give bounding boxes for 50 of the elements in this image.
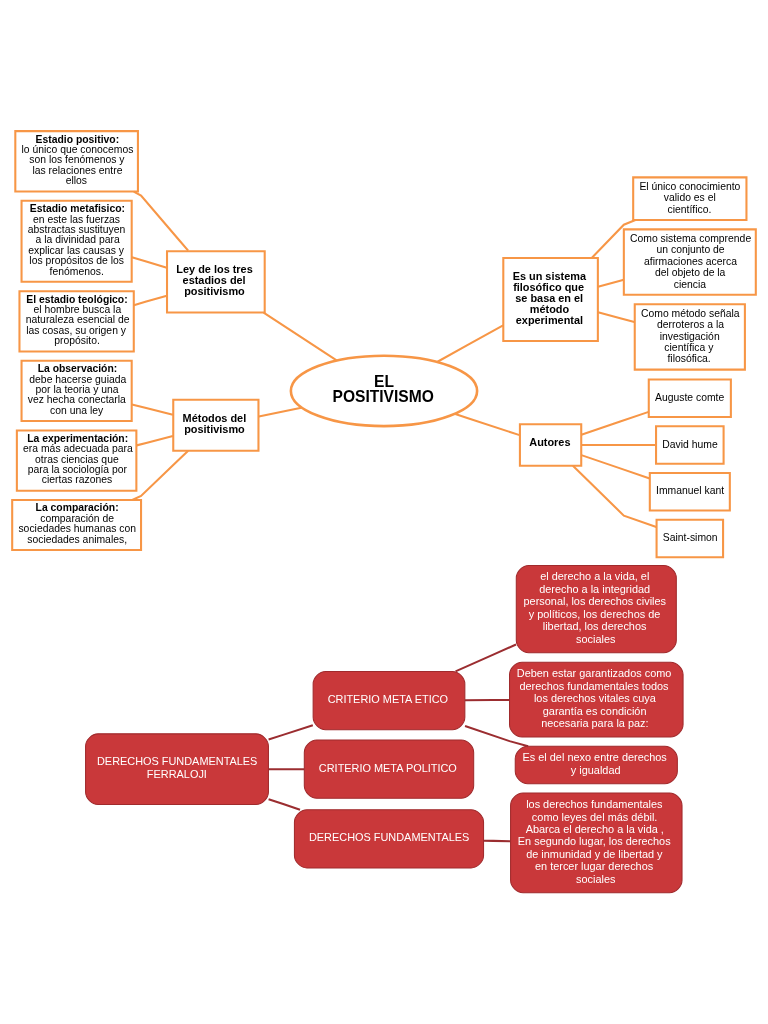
connector [464,725,529,748]
connector [136,435,174,447]
connector [591,219,636,259]
connector [581,443,656,447]
node-box: DERECHOS FUNDAMENTALES [293,809,485,869]
node-ellipse: EL POSITIVISMO [289,354,479,428]
node-box: Saint-simon [655,518,725,559]
node-box: El estadio teológico: el hombre busca la naturaleza esencial de las cosas, su origen y propósito. [18,290,135,353]
connector [268,768,304,771]
connector [454,413,520,437]
node-box: DERECHOS FUNDAMENTALES FERRALOJI [85,733,269,806]
node-box: Deben estar garantizados como derechos fundamentales todos los derechos vitales cuya garantía es condición necesaria para la paz: [509,661,684,738]
node-box: La comparación: comparación de sociedades humanas con sociedades animales, [11,499,143,551]
connector [597,278,624,288]
connector [597,311,635,324]
connector [581,410,649,436]
connector [263,311,338,362]
connector [131,256,168,269]
node-box: Métodos del positivismo [172,398,260,452]
connector [133,190,189,252]
node-box: CRITERIO META POLITICO [303,739,475,799]
node-box: Es el del nexo entre derechos y igualdad [514,745,678,785]
connector [455,643,517,673]
node-box: Como sistema comprende un conjunto de afirmaciones acerca del objeto de la ciencia [622,228,757,296]
connector [465,698,510,702]
connector [258,406,302,418]
node-box: David hume [655,425,725,465]
node-box: Ley de los tres estadios del positivismo [166,250,266,314]
connector [131,403,174,416]
connector [581,454,651,480]
node-box: Es un sistema filosófico que se basa en el método experimental [502,256,599,343]
node-box: La experimentación: era más adecuada para otras ciencias que para la sociología por ciertas razones [15,429,138,492]
connector [268,724,314,741]
connector [131,450,189,501]
node-box: La observación: debe hacerse guiada por la teoria y una vez hecha conectarla con una ley [20,359,133,423]
node-box: el derecho a la vida, el derecho a la integridad personal, los derechos civiles y políticos, los derechos de libertad, los derechos sociales [515,565,677,654]
node-box: Autores [518,423,583,467]
node-box: Como método señala derroteros a la investigación científica y filosófica. [633,303,746,371]
node-box: Estadio metafisico: en este las fuerzas abstractas sustituyen a la divinidad para explicar las causas y los propósitos de los fenómenos. [20,199,133,283]
node-box: Immanuel kant [648,472,731,512]
connector [572,465,657,529]
node-box: El único conocimiento valido es el científico. [632,176,748,222]
connector [133,294,168,307]
node-box: Estadio positivo: lo único que conocemos son los fenómenos y las relaciones entre ellos [14,130,139,193]
connector [483,839,511,843]
connector [437,324,504,363]
connector [268,798,301,811]
node-box: los derechos fundamentales como leyes del más débil. Abarca el derecho a la vida , En segundo lugar, los derechos de inmunidad y de libertad y en tercer lugar derechos sociales [510,792,683,894]
node-box: CRITERIO META ETICO [312,671,466,731]
node-box: Auguste comte [647,378,732,418]
